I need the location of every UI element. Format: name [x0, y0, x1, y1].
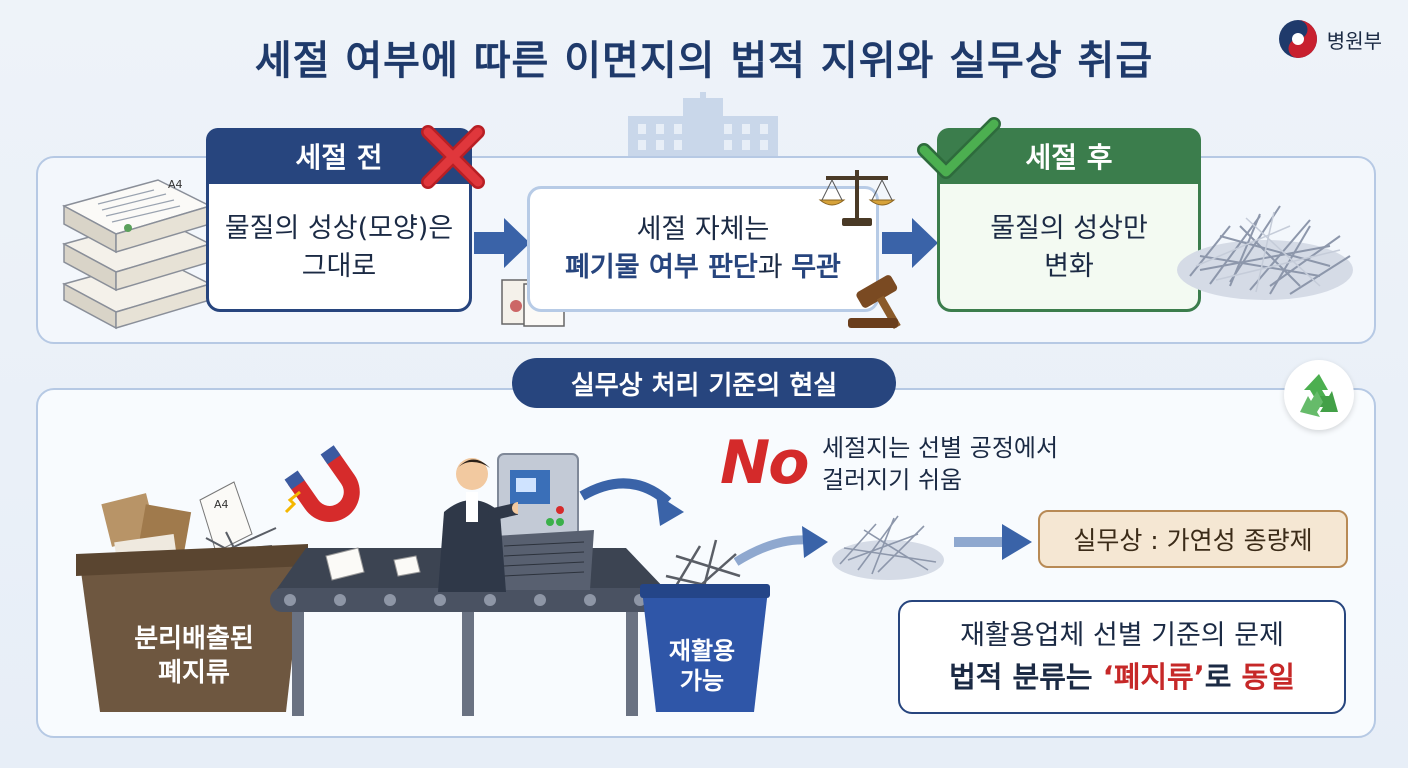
paper-label: A4 [168, 178, 183, 191]
shredded-paper-icon [1177, 205, 1353, 300]
problem-line2-red: ‘폐지류’ [1102, 660, 1205, 694]
bin-label-line1: 분리배출된 [134, 624, 254, 654]
problem-line2-a: 법적 분류는 [949, 660, 1103, 694]
middle-line2: 폐기물 여부 판단과 무관 [565, 249, 841, 287]
shredder-machine-icon [494, 453, 594, 590]
arrow-right-icon [474, 218, 530, 268]
logo-text: 병원부 [1326, 28, 1382, 53]
middle-bold2: 무관 [791, 252, 841, 283]
problem-line2: 법적 분류는 ‘폐지류’로 동일 [949, 656, 1295, 698]
blue-bin-line2: 가능 [679, 667, 725, 695]
shredded-paper-icon [832, 515, 944, 580]
problem-line2-b: 로 [1204, 660, 1242, 694]
building-icon [628, 92, 778, 156]
middle-mid: 과 [757, 252, 792, 283]
after-shredding-box: 세절 후 물질의 성상만 변화 [937, 128, 1201, 312]
red-x-icon [421, 125, 485, 189]
problem-box: 재활용업체 선별 기준의 문제 법적 분류는 ‘폐지류’로 동일 [898, 600, 1346, 714]
middle-bold1: 폐기물 여부 판단 [565, 252, 758, 283]
green-check-icon [917, 117, 1001, 179]
paper-label: A4 [214, 498, 229, 511]
arrow-right-icon [882, 218, 938, 268]
worker-icon [438, 458, 518, 592]
arrow-right-icon [734, 526, 828, 566]
blue-bin-icon [640, 539, 770, 712]
logo: 병원부 [1277, 18, 1382, 60]
problem-line1: 재활용업체 선별 기준의 문제 [960, 620, 1284, 651]
middle-statement-box: 세절 자체는 폐기물 여부 판단과 무관 [527, 186, 879, 312]
before-body-line2: 그대로 [301, 251, 377, 282]
recycle-icon [1300, 374, 1338, 417]
after-body-line2: 변화 [1044, 251, 1094, 282]
recycle-badge [1284, 360, 1354, 430]
practice-box: 실무상 : 가연성 종량제 [1038, 510, 1348, 568]
before-body-line1: 물질의 성상(모양)은 [224, 213, 454, 244]
brown-bin-label: 분리배출된 폐지류 [94, 622, 294, 690]
problem-line2-red2: 동일 [1241, 660, 1295, 694]
no-description: 세절지는 선별 공정에서 걸러지기 쉬움 [822, 432, 1058, 496]
no-desc-line2: 걸러지기 쉬움 [822, 466, 963, 494]
no-desc-line1: 세절지는 선별 공정에서 [822, 434, 1059, 462]
brown-bin-icon: A4 [76, 481, 308, 712]
middle-line1: 세절 자체는 [636, 214, 770, 245]
blue-bin-line1: 재활용 [668, 637, 736, 665]
arrow-curve-icon [579, 478, 684, 526]
after-body-line1: 물질의 성상만 [990, 213, 1148, 244]
gavel-icon [848, 275, 901, 329]
blue-bin-label: 재활용 가능 [648, 636, 756, 696]
magnet-icon [284, 445, 360, 522]
no-label: No [720, 428, 809, 498]
paper-stack-icon: A4 [62, 178, 213, 330]
bin-label-line2: 폐지류 [158, 658, 230, 688]
section-title: 실무상 처리 기준의 현실 [512, 358, 896, 408]
taegeuk-logo-icon [1278, 20, 1317, 58]
scales-icon [818, 170, 896, 226]
page-title: 세절 여부에 따른 이면지의 법적 지위와 실무상 취급 [254, 38, 1154, 84]
arrow-right-icon [954, 524, 1032, 560]
